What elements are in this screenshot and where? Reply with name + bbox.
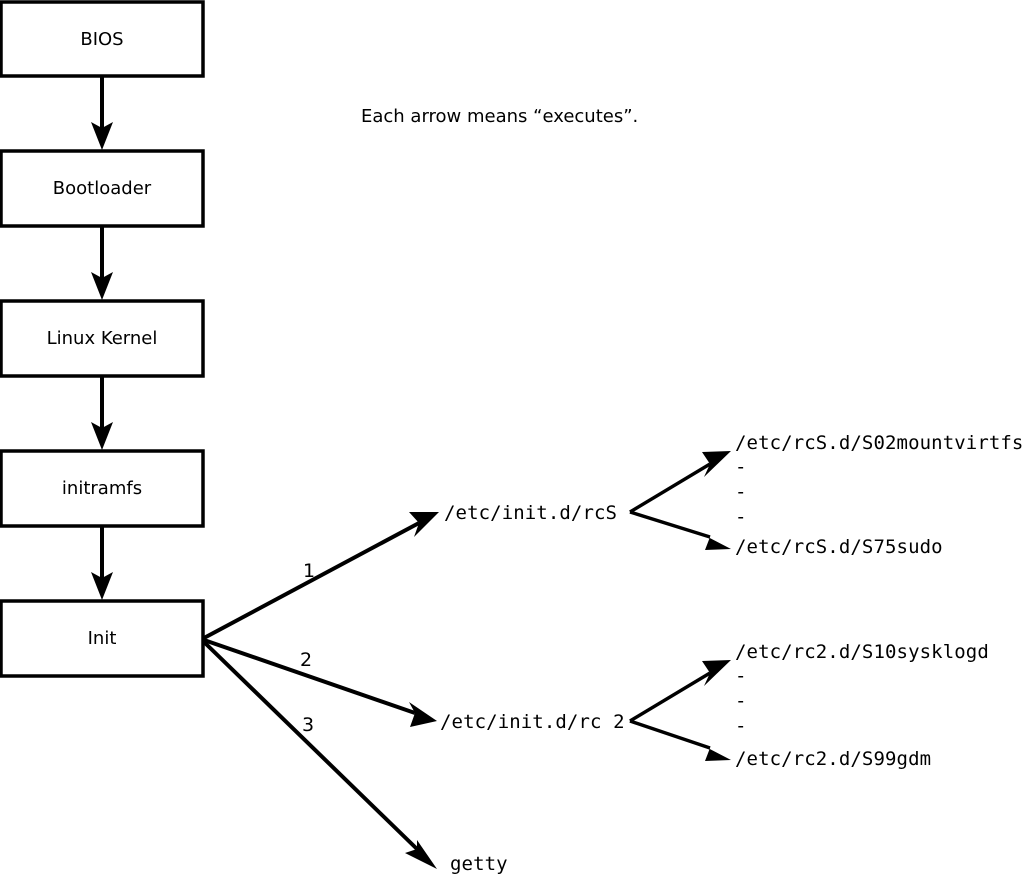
arrowhead	[409, 702, 437, 727]
arrowhead	[91, 422, 113, 450]
arrowhead	[91, 572, 113, 600]
rcs-ellipsis-dash-3: -	[735, 506, 746, 528]
box-initramfs-label: initramfs	[62, 478, 142, 499]
arrowhead	[91, 122, 113, 150]
arrowhead	[704, 535, 731, 550]
edge-bios-to-bootloader	[91, 76, 113, 150]
box-bootloader[interactable]: Bootloader	[0, 149, 205, 228]
edge-init-to-rcs	[203, 512, 439, 640]
rcs-ellipsis-dash-2: -	[735, 481, 746, 503]
edge-rcs-to-first-script	[629, 451, 731, 514]
box-bios[interactable]: BIOS	[0, 0, 205, 78]
box-linux-kernel-label: Linux Kernel	[47, 328, 158, 349]
edge-bootloader-to-kernel	[91, 226, 113, 300]
init-target-rcs-label: /etc/init.d/rcS	[444, 502, 617, 524]
arrowhead	[409, 512, 439, 537]
rc2-script-first-label: /etc/rc2.d/S10sysklogd	[735, 641, 989, 663]
rc2-ellipsis-dash-2: -	[735, 690, 746, 712]
rc2-ellipsis-dash-3: -	[735, 715, 746, 737]
rc2-script-last-label: /etc/rc2.d/S99gdm	[735, 748, 931, 770]
box-initramfs[interactable]: initramfs	[0, 449, 205, 528]
arrowhead	[405, 840, 437, 869]
box-linux-kernel[interactable]: Linux Kernel	[0, 299, 205, 378]
branch-number-1: 1	[303, 560, 315, 582]
diagram-caption: Each arrow means “executes”.	[361, 106, 638, 127]
init-target-getty-label: getty	[450, 853, 508, 875]
arrowhead	[91, 272, 113, 300]
branch-number-3: 3	[302, 714, 314, 736]
edge-init-to-getty	[202, 640, 437, 869]
edge-kernel-to-initramfs	[91, 376, 113, 450]
box-init[interactable]: Init	[0, 599, 205, 678]
arrowhead	[704, 746, 731, 761]
rcs-script-first-label: /etc/rcS.d/S02mountvirtfs	[735, 432, 1023, 454]
edge-rcs-to-last-script	[629, 510, 731, 550]
arrowhead	[702, 660, 731, 686]
init-target-rc2-label: /etc/init.d/rc 2	[440, 711, 625, 733]
arrowhead	[702, 451, 731, 477]
box-bios-label: BIOS	[80, 29, 123, 50]
edge-rc2-to-last-script	[629, 719, 731, 761]
edge-init-to-rc2	[203, 638, 437, 727]
edge-rc2-to-first-script	[629, 660, 731, 723]
branch-number-2: 2	[300, 649, 312, 671]
rcs-ellipsis-dash-1: -	[735, 456, 746, 478]
box-init-label: Init	[88, 628, 117, 649]
box-bootloader-label: Bootloader	[53, 178, 152, 199]
edge-initramfs-to-init	[91, 526, 113, 600]
rc2-ellipsis-dash-1: -	[735, 665, 746, 687]
rcs-script-last-label: /etc/rcS.d/S75sudo	[735, 536, 943, 558]
